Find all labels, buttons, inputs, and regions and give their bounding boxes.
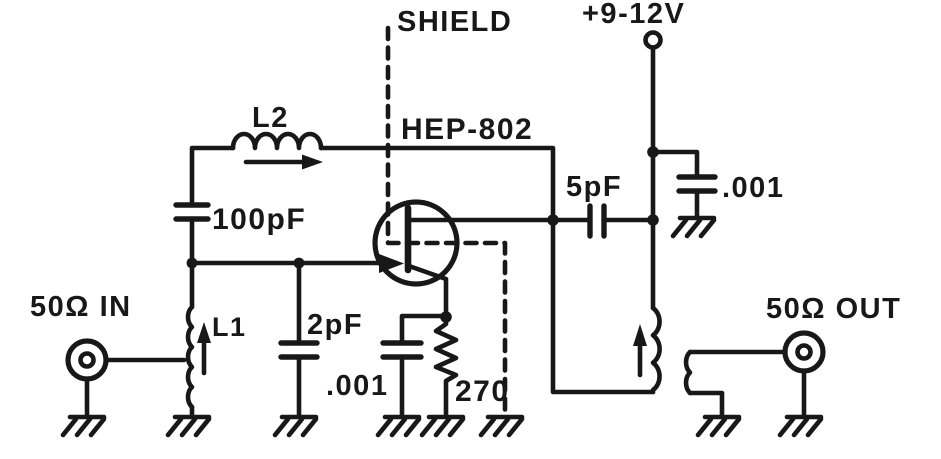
r270-resistor: [433, 314, 459, 418]
c100pf-top-wire: [189, 145, 236, 208]
jfet-gate-arrow-icon: [379, 254, 404, 273]
c001-source-label: .001: [326, 370, 388, 402]
ground-icon: [168, 417, 209, 435]
c5pf-label: 5pF: [566, 171, 622, 203]
ground-icon: [698, 417, 739, 435]
transformer-secondary-coil: [683, 349, 693, 396]
junction-dot: [647, 146, 659, 158]
c100pf-label: 100pF: [212, 203, 306, 236]
transformer-tuning-arrow-icon: [633, 324, 647, 346]
transformer-primary-coil: [650, 305, 662, 395]
source-network: .001 270: [326, 313, 510, 435]
coax-connector-pin: [78, 351, 96, 369]
junction-dot: [186, 257, 198, 269]
ground-icon: [673, 218, 714, 236]
shield-partition: SHIELD: [385, 6, 522, 435]
output-transformer: [550, 217, 788, 435]
gate-network: 2pF: [189, 260, 384, 435]
supply-label: +9-12V: [582, 0, 685, 30]
ground-icon: [481, 417, 522, 435]
coax-connector-icon: [65, 338, 109, 382]
jfet-symbol: HEP-802: [372, 113, 556, 320]
shield-label: SHIELD: [397, 6, 512, 38]
jfet-source-lead: [406, 263, 449, 320]
r270-label: 270: [455, 375, 510, 408]
junction-dot: [647, 214, 659, 226]
junction-dot: [547, 214, 559, 226]
ground-icon: [378, 417, 419, 435]
output-jack: 50Ω OUT: [766, 293, 901, 435]
coax-connector-icon: [782, 330, 826, 374]
l1-coil: [185, 304, 195, 410]
l2-coil: [230, 131, 324, 151]
secondary-ground-wire: [687, 390, 725, 418]
c001-source-top-wire: [399, 313, 449, 346]
supply-network: +9-12V .001: [582, 0, 784, 311]
c001-supply-top-wire: [650, 149, 700, 180]
junction-dot: [440, 311, 452, 323]
l2-tuning-arrow-icon: [302, 154, 323, 170]
feedback-network: L2 100pF: [173, 102, 556, 266]
input-jack: 50Ω IN: [30, 291, 187, 435]
c2pf-label: 2pF: [307, 309, 363, 341]
l1-tuning-arrow-icon: [197, 322, 211, 343]
shield-dashed-line: [385, 25, 508, 418]
inductor-l1: L1: [168, 260, 247, 435]
ground-icon: [63, 417, 104, 435]
junction-dot: [293, 257, 305, 269]
l2-label: L2: [252, 102, 289, 134]
c001-supply-label: .001: [722, 172, 784, 204]
l2-to-drain-wire: [318, 145, 556, 223]
input-label: 50Ω IN: [30, 291, 132, 323]
l1-label: L1: [212, 312, 247, 342]
ground-icon: [275, 417, 316, 435]
junction-dots: [186, 146, 659, 323]
ground-icon: [780, 417, 821, 435]
tank-capacitor-5pf: 5pF: [550, 171, 656, 239]
output-label: 50Ω OUT: [766, 293, 901, 325]
coax-connector-pin: [795, 343, 813, 361]
transistor-label: HEP-802: [401, 113, 533, 146]
jfet-envelope: [372, 199, 460, 287]
primary-return-wire: [550, 217, 656, 395]
ground-icon: [422, 417, 463, 435]
